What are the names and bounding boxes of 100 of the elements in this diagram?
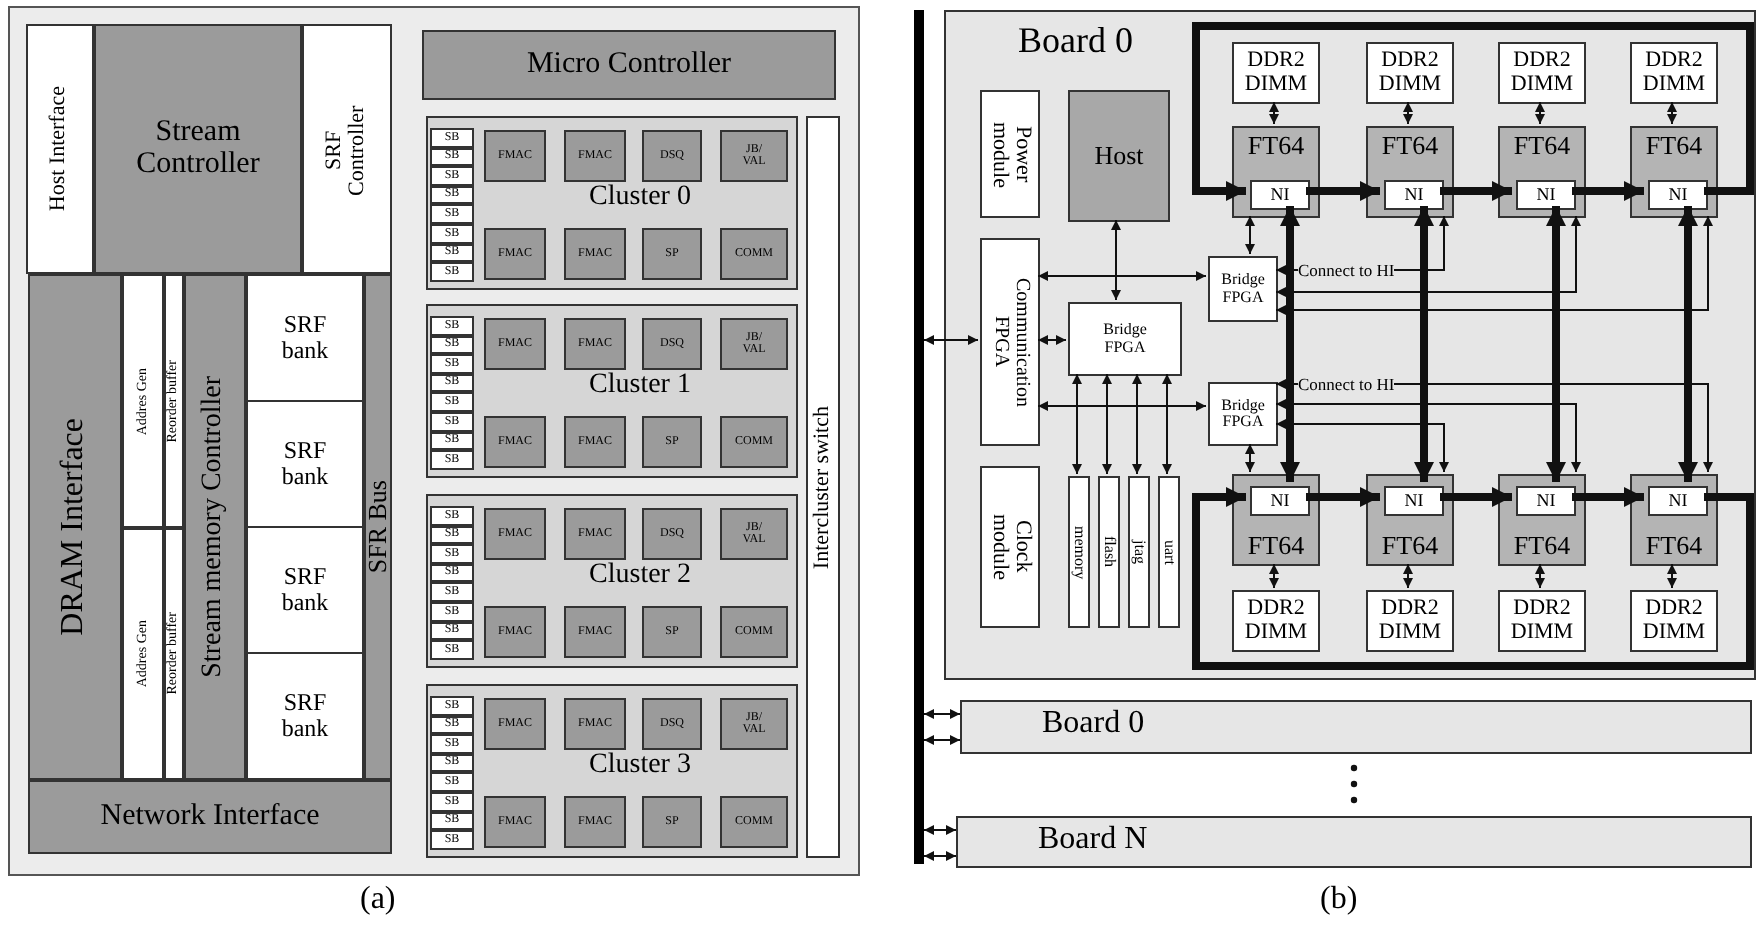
thick-arrow	[1306, 181, 1380, 201]
interface-label: NI	[1536, 491, 1556, 511]
fpga-label: Communication FPGA	[989, 275, 1031, 411]
arrow	[923, 709, 961, 719]
memory-bank-label: SRF bank	[279, 564, 331, 616]
unit-block	[642, 606, 702, 658]
interface-label: NI	[1270, 491, 1290, 511]
buffer-cell	[430, 734, 474, 754]
interface-label: NI	[1270, 185, 1290, 205]
unit-block	[564, 698, 626, 750]
thick-arrow	[1192, 22, 1754, 201]
interface-block	[1384, 486, 1444, 516]
thick-arrow	[1192, 487, 1754, 670]
controller-label: Micro Controller	[526, 49, 732, 81]
buffer-cell	[430, 204, 474, 224]
interface-label: Network Interface	[100, 801, 320, 833]
peripheral-label: jtag	[1130, 540, 1148, 564]
unit-block	[484, 318, 546, 370]
buffer-cell	[430, 811, 474, 831]
buffer-cell	[430, 772, 474, 792]
buffer-cell	[430, 525, 474, 545]
edge-label: Connect to HI	[1298, 374, 1395, 394]
unit-block	[720, 698, 788, 750]
unit-block	[564, 130, 626, 182]
module-block	[980, 466, 1040, 628]
memory-module-label: DDR2 DIMM	[1242, 49, 1310, 97]
edge-label: Connect to HI	[1298, 260, 1395, 280]
unit-block	[564, 416, 626, 468]
processor-block	[1366, 126, 1454, 218]
arrow	[1245, 443, 1255, 473]
interface-block	[28, 274, 122, 780]
unit-block	[484, 606, 546, 658]
arrow	[1162, 373, 1172, 475]
cluster-panel	[426, 304, 798, 478]
interface-label: Host Interface	[48, 86, 72, 212]
processor-block	[1232, 126, 1320, 218]
arrow	[923, 735, 961, 745]
unit-block	[642, 228, 702, 280]
memory-module-label: DDR2 DIMM	[1508, 597, 1576, 645]
buffer-cell	[430, 392, 474, 412]
memory-bank-block	[246, 526, 364, 654]
thick-arrow	[1414, 206, 1434, 482]
controller-label: SRF Controller	[323, 101, 371, 199]
host-label: Host	[1094, 142, 1144, 170]
memory-module-label: DDR2 DIMM	[1376, 597, 1444, 645]
unit-block	[484, 416, 546, 468]
arrow	[1275, 399, 1581, 473]
buffer-cell	[430, 262, 474, 282]
processor-label: FT64	[1379, 532, 1441, 560]
unit-block	[564, 318, 626, 370]
interface-block	[1516, 180, 1576, 210]
unit-block	[484, 796, 546, 848]
interface-block	[1516, 486, 1576, 516]
cluster-panel	[426, 116, 798, 290]
unit-block	[642, 318, 702, 370]
cluster-panel	[426, 494, 798, 668]
controller-block	[94, 24, 302, 274]
buffer-cell	[430, 544, 474, 564]
cluster-label: Cluster 3	[587, 752, 693, 782]
thick-arrow	[1440, 181, 1512, 201]
controller-label: Stream memory Controller	[200, 376, 230, 678]
interface-block	[26, 24, 94, 274]
memory-module-label: DDR2 DIMM	[1508, 49, 1576, 97]
switch-block	[806, 116, 840, 858]
processor-label: FT64	[1379, 132, 1441, 160]
memory-module-block	[1232, 590, 1320, 652]
arrow	[1275, 215, 1713, 315]
buffer-cell	[430, 335, 474, 355]
memory-bank-block	[246, 274, 364, 402]
thick-arrow	[1678, 206, 1698, 482]
memory-bank-block	[246, 652, 364, 780]
memory-bank-block	[246, 400, 364, 528]
interface-block	[1384, 180, 1444, 210]
peripheral-label: memory	[1070, 525, 1088, 579]
controller-label: Stream Controller	[134, 117, 262, 181]
cluster-label: Cluster 2	[587, 562, 693, 592]
buffer-cell	[430, 563, 474, 583]
unit-block	[484, 698, 546, 750]
arrow	[923, 335, 979, 345]
module-label: Clock module	[986, 512, 1034, 584]
board-label: Board 0	[1018, 22, 1133, 60]
cluster-label: Cluster 1	[587, 372, 693, 402]
processor-block	[1498, 126, 1586, 218]
peripheral-block	[1158, 476, 1180, 628]
buffer-cell	[430, 640, 474, 660]
controller-block	[422, 30, 836, 100]
processor-label: FT64	[1643, 532, 1705, 560]
memory-bank-label: SRF bank	[279, 690, 331, 742]
buffer-cell	[430, 506, 474, 526]
unit-block	[642, 508, 702, 560]
memory-module-label: DDR2 DIMM	[1376, 49, 1444, 97]
memory-module-label: DDR2 DIMM	[1640, 49, 1708, 97]
unit-block	[720, 606, 788, 658]
module-label: Power module	[986, 119, 1034, 192]
arrow	[1275, 215, 1449, 275]
memory-module-block	[1366, 590, 1454, 652]
unit-block	[484, 508, 546, 560]
buffer-cell	[430, 412, 474, 432]
board-panel	[960, 700, 1752, 754]
thick-arrow	[1306, 487, 1380, 507]
